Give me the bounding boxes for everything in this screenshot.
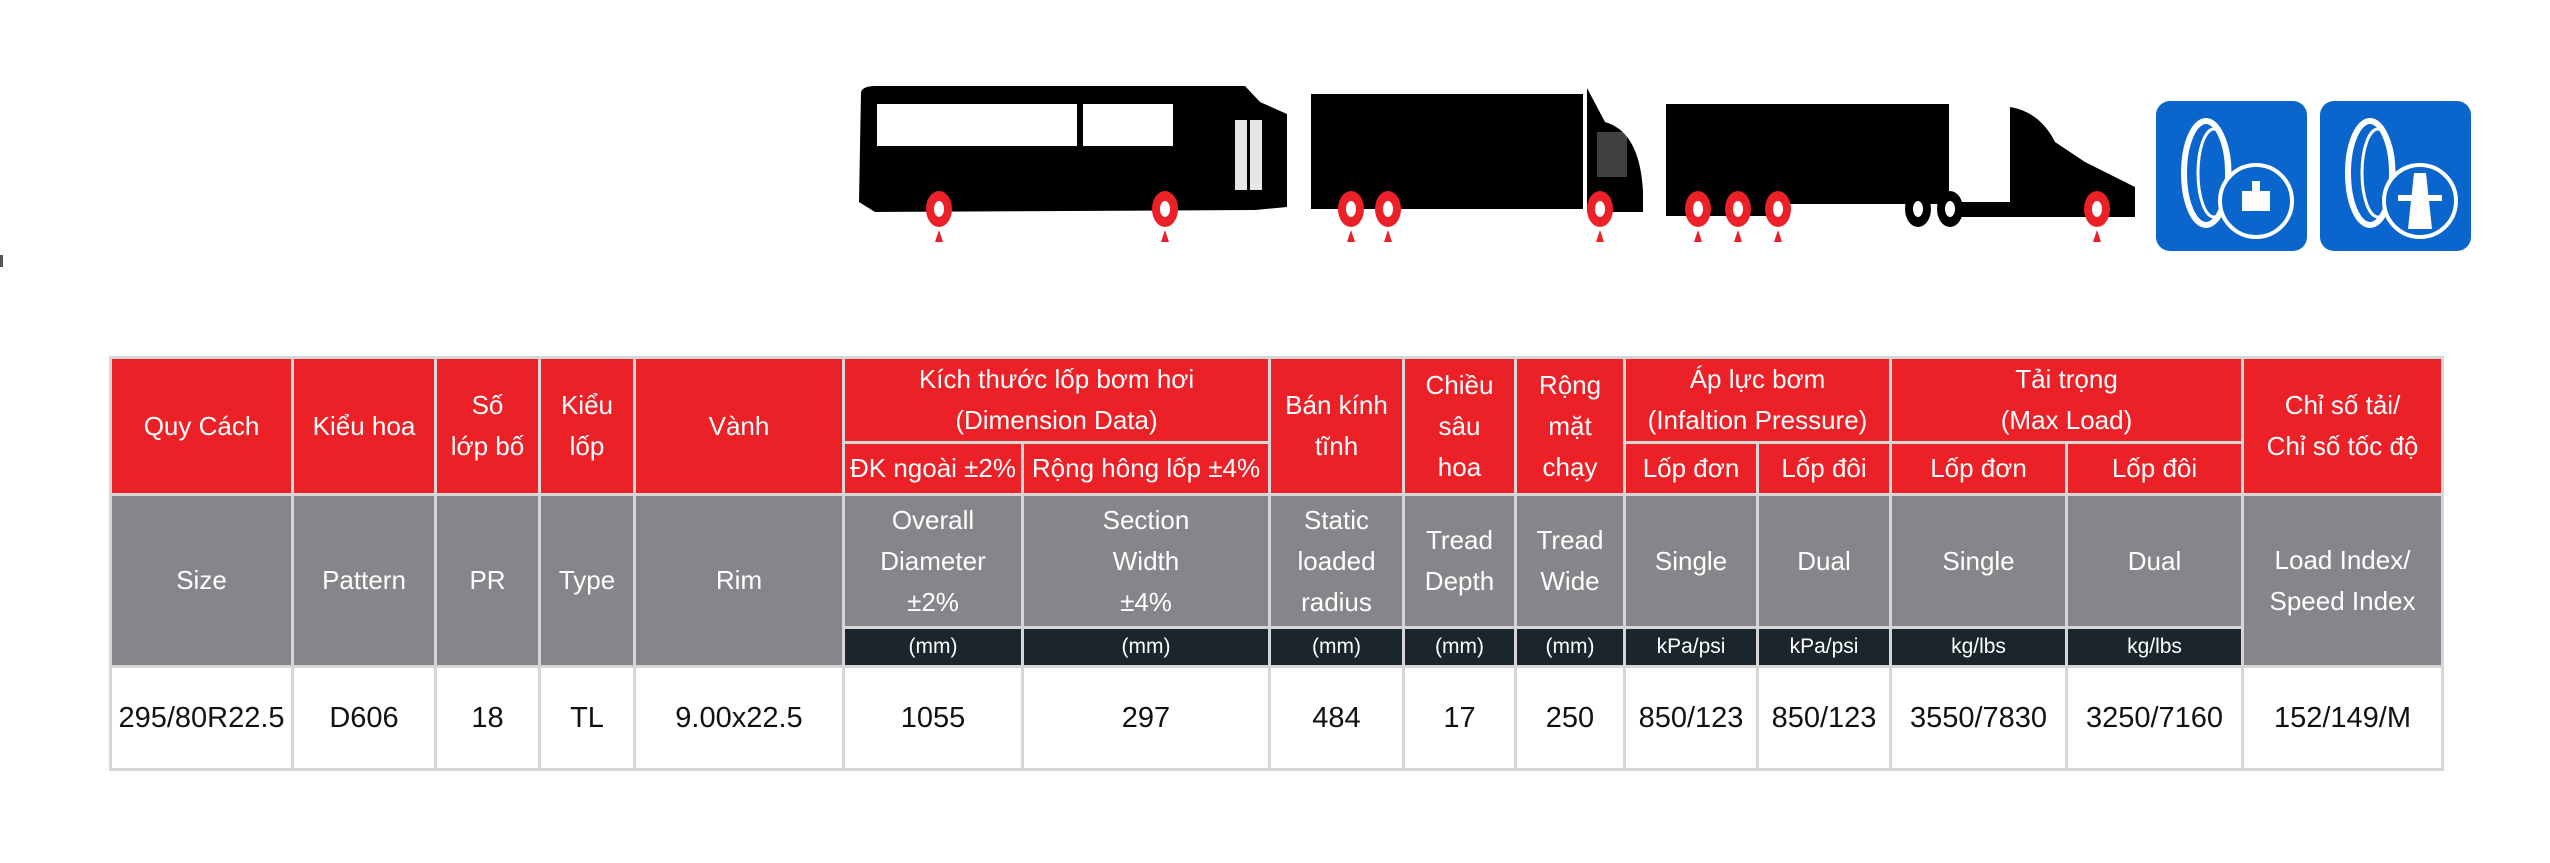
unit-pressure-single: kPa/psi [1623,626,1759,668]
header-pressure-dual-en: Dual [1756,493,1892,629]
unit-slr: (mm) [1268,626,1405,668]
cell-size: 295/80R22.5 [109,665,294,771]
unit-tread-depth: (mm) [1402,626,1517,668]
header-dimension-vi: Kích thước lốp bơm hơi(Dimension Data) [842,356,1271,444]
header-size-en: Size [109,493,294,668]
unit-load-dual: kg/lbs [2065,626,2244,668]
header-pattern-vi: Kiểu hoa [291,356,437,496]
cell-tread-depth: 17 [1402,665,1517,771]
header-od-vi: ĐK ngoài ±2% [842,441,1024,496]
header-index-en: Load Index/Speed Index [2241,493,2444,668]
cell-rim: 9.00x22.5 [633,665,845,771]
header-index-vi: Chỉ số tải/Chỉ số tốc độ [2241,356,2444,496]
cell-tread-wide: 250 [1514,665,1626,771]
bus-axle-diagram-icon [859,86,1287,242]
unit-load-single: kg/lbs [1889,626,2068,668]
cell-od: 1055 [842,665,1024,771]
truck-axle-diagram-icon [1311,88,1643,242]
header-size-vi: Quy Cách [109,356,294,496]
header-pressure-single-en: Single [1623,493,1759,629]
cell-pattern: D606 [291,665,437,771]
unit-tread-wide: (mm) [1514,626,1626,668]
cell-load-single: 3550/7830 [1889,665,2068,771]
unit-sw: (mm) [1021,626,1271,668]
cell-pressure-dual: 850/123 [1756,665,1892,771]
header-load-single-en: Single [1889,493,2068,629]
header-pattern-en: Pattern [291,493,437,668]
cell-type: TL [538,665,636,771]
header-pressure-vi: Áp lực bơm(Infaltion Pressure) [1623,356,1892,444]
header-pressure-dual-vi: Lốp đôi [1756,441,1892,496]
header-pr-en: PR [434,493,541,668]
cell-sw: 297 [1021,665,1271,771]
unit-od: (mm) [842,626,1024,668]
header-rim-en: Rim [633,493,845,668]
urban-road-tire-icon [2156,101,2307,251]
edge-mark [0,255,3,267]
header-type-en: Type [538,493,636,668]
header-load-vi: Tải trọng(Max Load) [1889,356,2244,444]
unit-pressure-dual: kPa/psi [1756,626,1892,668]
cell-slr: 484 [1268,665,1405,771]
cell-pressure-single: 850/123 [1623,665,1759,771]
header-load-dual-vi: Lốp đôi [2065,441,2244,496]
cell-pr: 18 [434,665,541,771]
semi-trailer-axle-diagram-icon [1666,104,2135,242]
header-load-single-vi: Lốp đơn [1889,441,2068,496]
header-sw-vi: Rộng hông lốp ±4% [1021,441,1271,496]
header-load-dual-en: Dual [2065,493,2244,629]
cell-load-dual: 3250/7160 [2065,665,2244,771]
header-rim-vi: Vành [633,356,845,496]
header-pressure-single-vi: Lốp đơn [1623,441,1759,496]
highway-tire-icon [2320,101,2471,251]
table-row: 295/80R22.5 D606 18 TL 9.00x22.5 1055 29… [109,665,2444,771]
cell-index: 152/149/M [2241,665,2444,771]
